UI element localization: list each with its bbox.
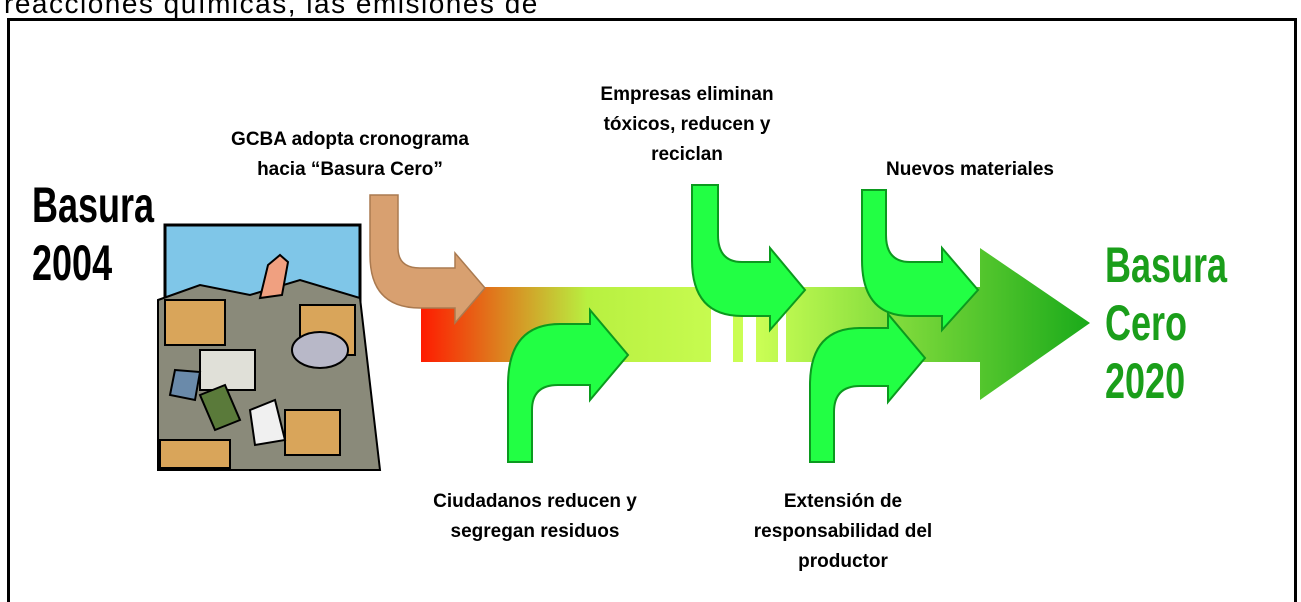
garbage-pile-illustration xyxy=(157,223,382,471)
empresas-arrow xyxy=(691,184,807,333)
start-label-line1: Basura xyxy=(32,177,155,233)
extension-arrow xyxy=(809,311,927,463)
start-label: Basura 2004 xyxy=(32,176,154,292)
empresas-label-line2: tóxicos, reducen y xyxy=(603,114,771,135)
gcba-arrow xyxy=(369,194,486,326)
empresas-label-line1: Empresas eliminan xyxy=(600,84,774,105)
nuevos-label: Nuevos materiales xyxy=(845,155,1095,185)
nuevos-label-line1: Nuevos materiales xyxy=(886,159,1054,180)
empresas-label: Empresas eliminan tóxicos, reducen y rec… xyxy=(562,80,812,170)
ciudadanos-arrow xyxy=(507,307,630,463)
start-label-line2: 2004 xyxy=(32,235,113,291)
diagram-frame xyxy=(7,18,1297,602)
empresas-label-line3: reciclan xyxy=(651,144,723,165)
extension-label-line1: Extensión de xyxy=(783,491,903,512)
end-label-line1: Basura xyxy=(1105,237,1228,293)
extension-label: Extensión de responsabilidad del product… xyxy=(718,487,968,577)
ciudadanos-label-line2: segregan residuos xyxy=(450,521,620,542)
end-label-line3: 2020 xyxy=(1105,353,1186,409)
extension-label-line2: responsabilidad del xyxy=(753,521,933,542)
ciudadanos-label-line1: Ciudadanos reducen y xyxy=(433,491,637,512)
gcba-label: GCBA adopta cronograma hacia “Basura Cer… xyxy=(200,125,500,185)
gcba-label-line1: GCBA adopta cronograma xyxy=(231,129,469,150)
top-text-fragment: reacciones químicas, las emisiones de xyxy=(4,0,539,19)
gcba-label-line2: hacia “Basura Cero” xyxy=(257,159,443,180)
nuevos-arrow xyxy=(861,189,980,333)
extension-label-line3: productor xyxy=(798,551,888,572)
end-label-line2: Cero xyxy=(1105,295,1188,351)
end-label: Basura Cero 2020 xyxy=(1105,236,1227,410)
ciudadanos-label: Ciudadanos reducen y segregan residuos xyxy=(385,487,685,547)
